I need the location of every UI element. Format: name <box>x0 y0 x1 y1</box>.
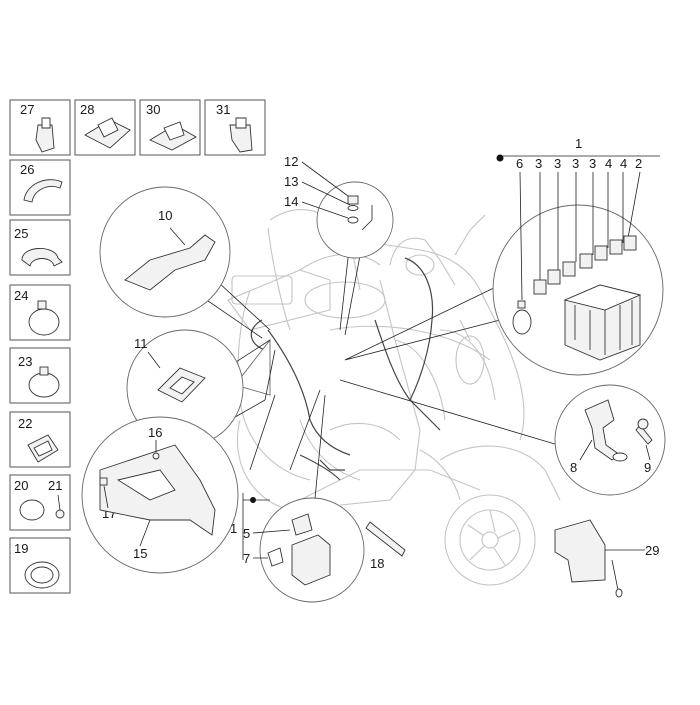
label-24: 24 <box>14 288 28 303</box>
label-11: 11 <box>134 336 148 351</box>
label-23: 23 <box>18 354 32 369</box>
label-5: 5 <box>243 526 250 541</box>
label-28: 28 <box>80 102 94 117</box>
label-27: 27 <box>20 102 34 117</box>
label-8: 8 <box>570 460 577 475</box>
label-29: 29 <box>645 543 659 558</box>
label-13: 13 <box>284 174 298 189</box>
label-30: 30 <box>146 102 160 117</box>
tile-23: 23 <box>9 347 71 404</box>
callout-funnels <box>194 239 576 551</box>
scooter-outline <box>227 209 561 586</box>
label-1-bottom: 1 <box>230 521 237 536</box>
label-3d: 3 <box>589 156 596 171</box>
label-15: 15 <box>133 546 147 561</box>
tile-19: 19 <box>9 537 71 594</box>
label-26: 26 <box>20 162 34 177</box>
tile-25: 25 <box>9 219 71 276</box>
label-19: 19 <box>14 541 28 556</box>
label-9: 9 <box>644 460 651 475</box>
label-18: 18 <box>370 556 384 571</box>
tile-20-21: 20 21 <box>9 474 71 531</box>
label-12: 12 <box>284 154 298 169</box>
label-31: 31 <box>216 102 230 117</box>
label-3a: 3 <box>535 156 542 171</box>
callout-8-9: 8 9 <box>554 384 666 496</box>
callout-1-5-7: 1 5 7 <box>230 493 365 603</box>
callout-15: 16 17 15 <box>81 416 239 574</box>
label-21: 21 <box>48 478 62 493</box>
label-16: 16 <box>148 425 162 440</box>
tile-31: 31 <box>204 99 266 156</box>
label-3c: 3 <box>572 156 579 171</box>
part-29: 29 <box>554 519 659 598</box>
label-3b: 3 <box>554 156 561 171</box>
callout-fusebox: 1 6 3 3 3 3 4 4 2 <box>492 136 664 376</box>
callout-12-14: 12 13 14 <box>284 154 394 259</box>
label-25: 25 <box>14 226 28 241</box>
label-1-top: 1 <box>575 136 582 151</box>
tile-27: 27 <box>9 99 71 156</box>
wiring-harness <box>250 257 441 481</box>
tile-30: 30 <box>139 99 201 156</box>
tile-28: 28 <box>74 99 136 156</box>
label-7: 7 <box>243 551 250 566</box>
callout-10: 10 <box>99 186 231 318</box>
label-20: 20 <box>14 478 28 493</box>
label-14: 14 <box>284 194 298 209</box>
part-18: 18 <box>365 521 406 571</box>
label-6: 6 <box>516 156 523 171</box>
label-10: 10 <box>158 208 172 223</box>
tile-22: 22 <box>9 411 71 468</box>
label-22: 22 <box>18 416 32 431</box>
label-4b: 4 <box>620 156 627 171</box>
tile-26: 26 <box>9 159 71 216</box>
label-2: 2 <box>635 156 642 171</box>
tile-24: 24 <box>9 284 71 341</box>
label-4a: 4 <box>605 156 612 171</box>
